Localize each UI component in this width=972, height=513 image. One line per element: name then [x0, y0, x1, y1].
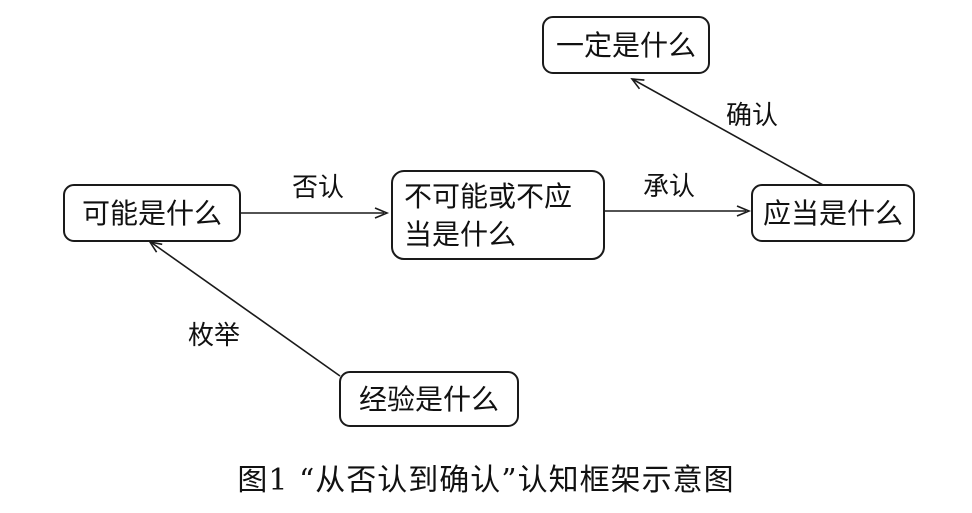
edge-chengren-arrowhead [736, 205, 752, 217]
node-yingdang-box [751, 184, 915, 242]
node-jingyan-label: 经验是什么 [359, 383, 499, 416]
node-keneng: 可能是什么 [63, 184, 241, 242]
edge-meiju-line [151, 242, 341, 377]
edge-label-queren: 确认 [726, 101, 778, 131]
node-buke: 不可能或不应 当是什么 [391, 170, 605, 260]
edge-label-chengren: 承认 [643, 172, 695, 202]
node-yiding: 一定是什么 [542, 16, 710, 74]
figure-caption: 图1 “从否认到确认”认知框架示意图 [237, 463, 735, 498]
edge-fouren: 否认 [240, 173, 390, 219]
edge-queren-line [633, 79, 824, 186]
edge-meiju-arrowhead [148, 240, 163, 253]
node-buke-label-line2: 当是什么 [404, 218, 516, 251]
node-yingdang: 应当是什么 [751, 184, 915, 242]
node-yiding-box [542, 16, 710, 74]
node-yiding-label: 一定是什么 [556, 29, 696, 62]
node-keneng-box [63, 184, 241, 242]
node-buke-box [391, 170, 605, 260]
node-keneng-label: 可能是什么 [82, 197, 222, 230]
edge-label-fouren: 否认 [292, 173, 344, 203]
edge-meiju: 枚举 [148, 240, 341, 377]
node-jingyan: 经验是什么 [339, 371, 519, 427]
edge-fouren-arrowhead [374, 207, 390, 219]
node-yingdang-label: 应当是什么 [763, 197, 903, 230]
edge-label-meiju: 枚举 [188, 321, 240, 351]
edge-queren-arrowhead [630, 78, 645, 90]
edge-chengren: 承认 [604, 172, 752, 217]
edge-queren: 确认 [630, 78, 824, 186]
node-jingyan-box [339, 371, 519, 427]
node-buke-label-line1: 不可能或不应 [404, 180, 572, 213]
